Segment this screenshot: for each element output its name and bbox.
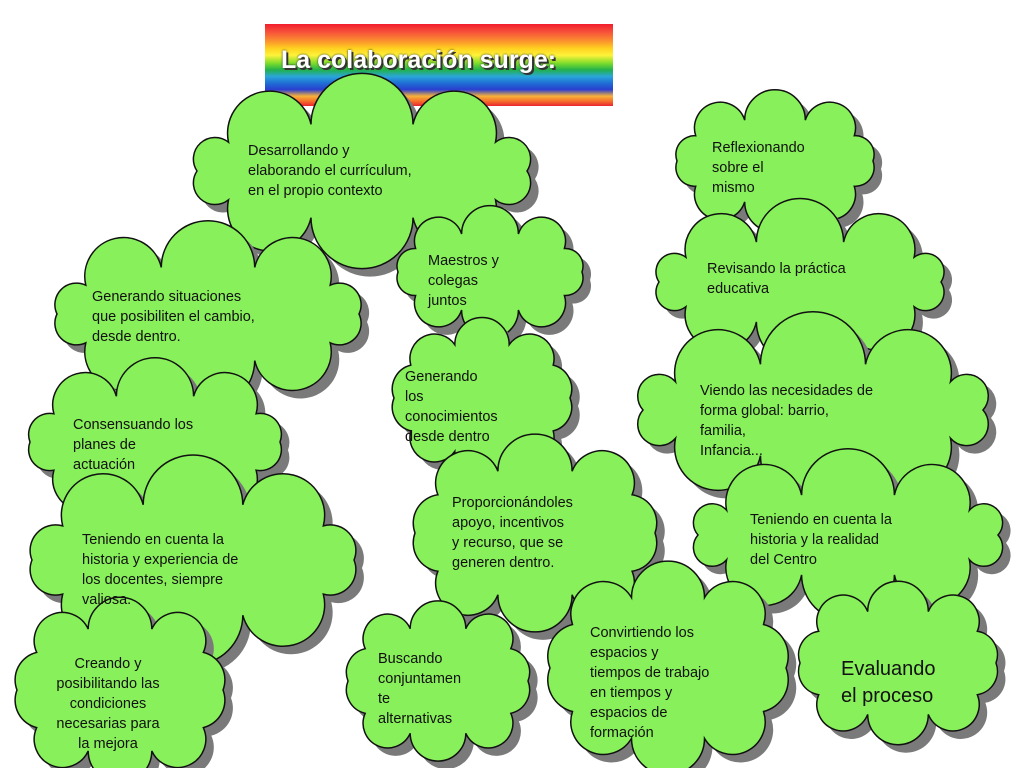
node-text-viendo: Viendo las necesidades de forma global: … xyxy=(700,383,874,459)
node-text-maestros: Maestros y colegas juntos xyxy=(428,253,499,309)
cloud-shape-creando xyxy=(14,596,226,768)
node-text-creando: Creando y posibilitando las condiciones … xyxy=(56,656,160,752)
cloud-creando xyxy=(14,596,233,768)
node-text-revisando: Revisando la práctica educativa xyxy=(707,261,846,297)
cloud-convirtiendo xyxy=(547,560,797,768)
node-text-generando-conocimientos: Generando los conocimientos desde dentro xyxy=(405,369,498,445)
cloud-evaluando xyxy=(797,580,1006,753)
node-text-proporcionandoles: Proporcionándoles apoyo, incentivos y re… xyxy=(452,495,573,571)
cloud-shape-buscando xyxy=(345,600,531,762)
node-text-teniendo-centro: Teniendo en cuenta la historia y la real… xyxy=(750,512,892,568)
cloud-buscando xyxy=(345,600,538,768)
cloud-shape-maestros xyxy=(396,204,584,340)
node-text-convirtiendo: Convirtiendo los espacios y tiempos de t… xyxy=(590,625,710,741)
cloud-shape-generando-situaciones xyxy=(54,219,362,409)
node-text-buscando: Buscando conjuntamen te alternativas xyxy=(378,651,462,727)
cloud-teniendo-centro xyxy=(692,447,1011,630)
cloud-shape-convirtiendo xyxy=(547,560,789,768)
node-text-evaluando: Evaluando el proceso xyxy=(841,658,936,707)
cloud-maestros xyxy=(396,204,592,347)
cloud-revisando xyxy=(655,197,953,374)
node-text-generando-situaciones: Generando situaciones que posibiliten el… xyxy=(92,289,255,345)
node-text-consensuando: Consensuando los planes de actuación xyxy=(73,417,194,473)
node-text-reflexionando: Reflexionando sobre el mismo xyxy=(712,140,805,196)
page-title: La colaboración surge: xyxy=(281,46,557,74)
cloud-shape-evaluando xyxy=(797,580,999,746)
node-text-teniendo-docentes: Teniendo en cuenta la historia y experie… xyxy=(82,532,239,608)
node-text-desarrollando: Desarrollando y elaborando el currículum… xyxy=(248,143,412,199)
cloud-viendo xyxy=(636,311,997,517)
